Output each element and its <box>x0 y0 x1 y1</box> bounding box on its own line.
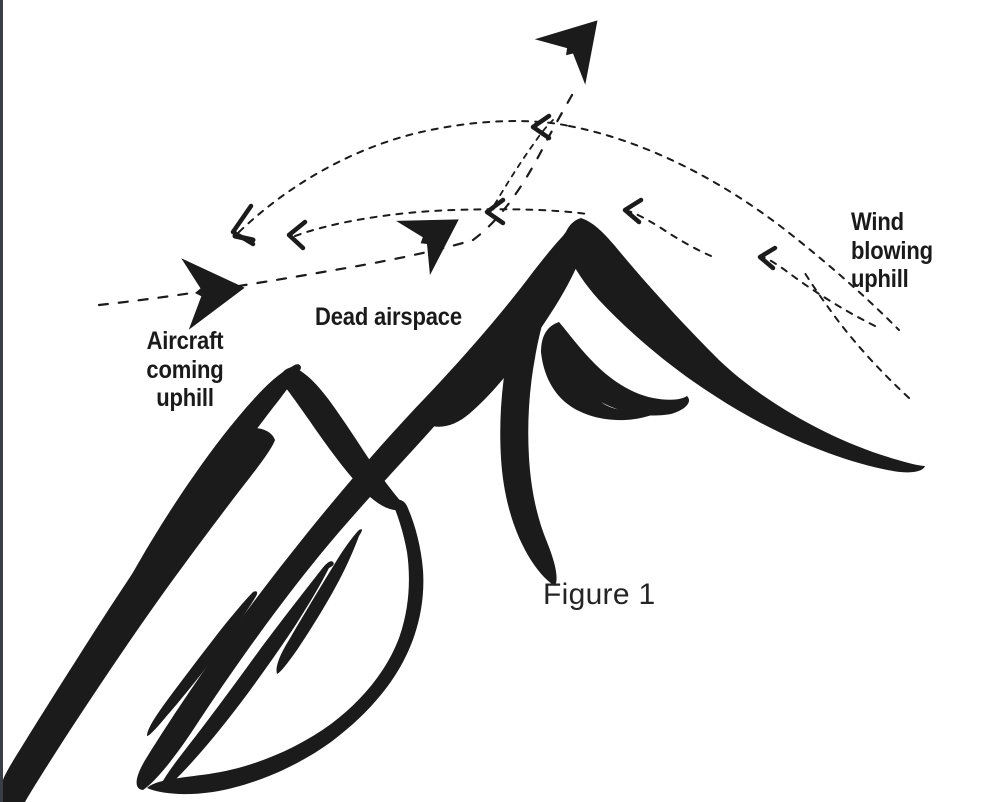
aircraft-arrow-low-icon <box>181 258 245 330</box>
downflow-curve-upper-lee <box>568 125 900 331</box>
secondary-peak-cone <box>279 367 407 511</box>
chevron-downflow-upper-tail-icon <box>232 233 256 243</box>
label-aircraft-coming-uphill: Aircraft coming uphill <box>146 327 224 412</box>
terrain-silhouette <box>3 218 925 802</box>
chevron-downflow-lower-icon <box>286 219 308 251</box>
windflow-curve-outer <box>802 269 910 399</box>
chevron-downflow-short-icon <box>484 197 506 226</box>
windflow-curve-inner <box>624 209 712 257</box>
chevron-summit-top-icon <box>530 113 552 141</box>
airflow-curves <box>97 88 910 399</box>
aircraft-arrow-mid-icon <box>396 219 459 276</box>
chevron-windflow-inner-icon <box>622 197 644 225</box>
windflow-curve-mid <box>760 255 876 327</box>
summit-main-mass <box>427 220 589 427</box>
downflow-curve-upper <box>238 120 570 233</box>
downflow-curve-short <box>488 119 554 215</box>
figure-caption: Figure 1 <box>543 578 656 611</box>
main-peak-left-flank <box>136 236 567 790</box>
arrowheads <box>181 20 778 330</box>
summit-and-right-ridge <box>563 218 925 473</box>
far-left-fine-spur <box>147 591 258 736</box>
label-wind-blowing-uphill: Wind blowing uphill <box>851 208 933 293</box>
valley-ridge-sweep <box>147 499 424 795</box>
summit-foot-lobe <box>541 322 690 421</box>
left-ridge-spur-inner <box>159 561 334 791</box>
inner-right-ridge <box>500 294 557 586</box>
downflow-curve-lower <box>294 208 588 237</box>
flight-path-approach <box>97 238 475 307</box>
flow-chevrons <box>230 113 778 271</box>
flight-path-climb <box>471 88 577 242</box>
aircraft-arrow-high-icon <box>534 20 598 85</box>
label-dead-airspace: Dead airspace <box>315 303 462 331</box>
left-ridge-spur-outer <box>3 427 275 802</box>
left-ridge-spur-stub <box>276 529 362 674</box>
chevron-windflow-mid-icon <box>757 245 778 271</box>
diagram-canvas <box>3 20 925 802</box>
